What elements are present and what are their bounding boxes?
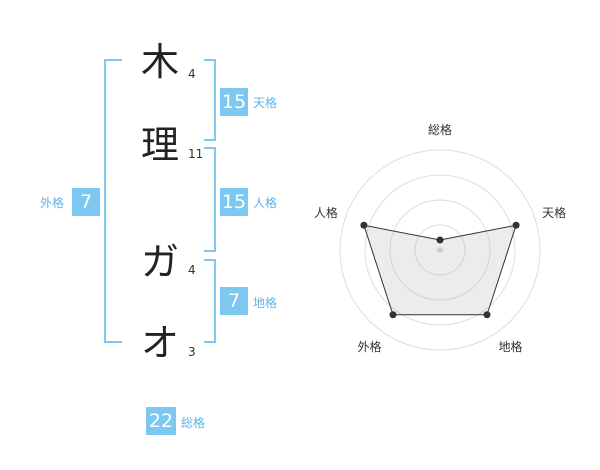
jinkaku-value: 15 [220,188,248,216]
name-char-4: オ [140,321,179,365]
tenkaku-label: 天格 [253,96,278,110]
radar-point-1 [436,236,444,244]
radar-area [363,224,517,316]
radar-axis-label: 地格 [499,339,523,354]
name-char-3: ガ [140,240,179,284]
radar-point-5 [360,221,368,229]
stroke-count-4: 3 [188,345,196,359]
radar-point-3 [483,311,491,319]
radar-point-2 [512,221,520,229]
soukaku-value: 22 [146,407,176,435]
tenkaku-bracket [204,59,216,141]
stroke-count-1: 4 [188,67,196,81]
radar-ring [414,224,466,276]
gaikaku-bracket [104,59,122,343]
name-char-1: 木 [140,40,179,84]
stroke-count-3: 4 [188,263,196,277]
radar-ring [389,199,491,301]
radar-point-4 [389,311,397,319]
jinkaku-bracket [204,147,216,252]
radar-ring [364,174,516,326]
radar-center [437,247,443,253]
radar-ring [339,149,541,351]
radar-axis-label: 総格 [428,122,452,137]
stroke-count-2: 11 [188,147,204,161]
radar-axis-label: 天格 [542,205,566,220]
name-char-2: 理 [140,123,179,167]
radar-axis-label: 外格 [357,339,381,354]
jinkaku-label: 人格 [253,196,278,210]
radar-axis-label: 人格 [314,205,338,220]
chikaku-label: 地格 [253,296,278,310]
tenkaku-value: 15 [220,88,248,116]
gaikaku-label: 外格 [40,196,65,210]
chikaku-bracket [204,259,216,343]
soukaku-label: 総格 [181,416,206,430]
gaikaku-value: 7 [72,188,100,216]
chikaku-value: 7 [220,287,248,315]
